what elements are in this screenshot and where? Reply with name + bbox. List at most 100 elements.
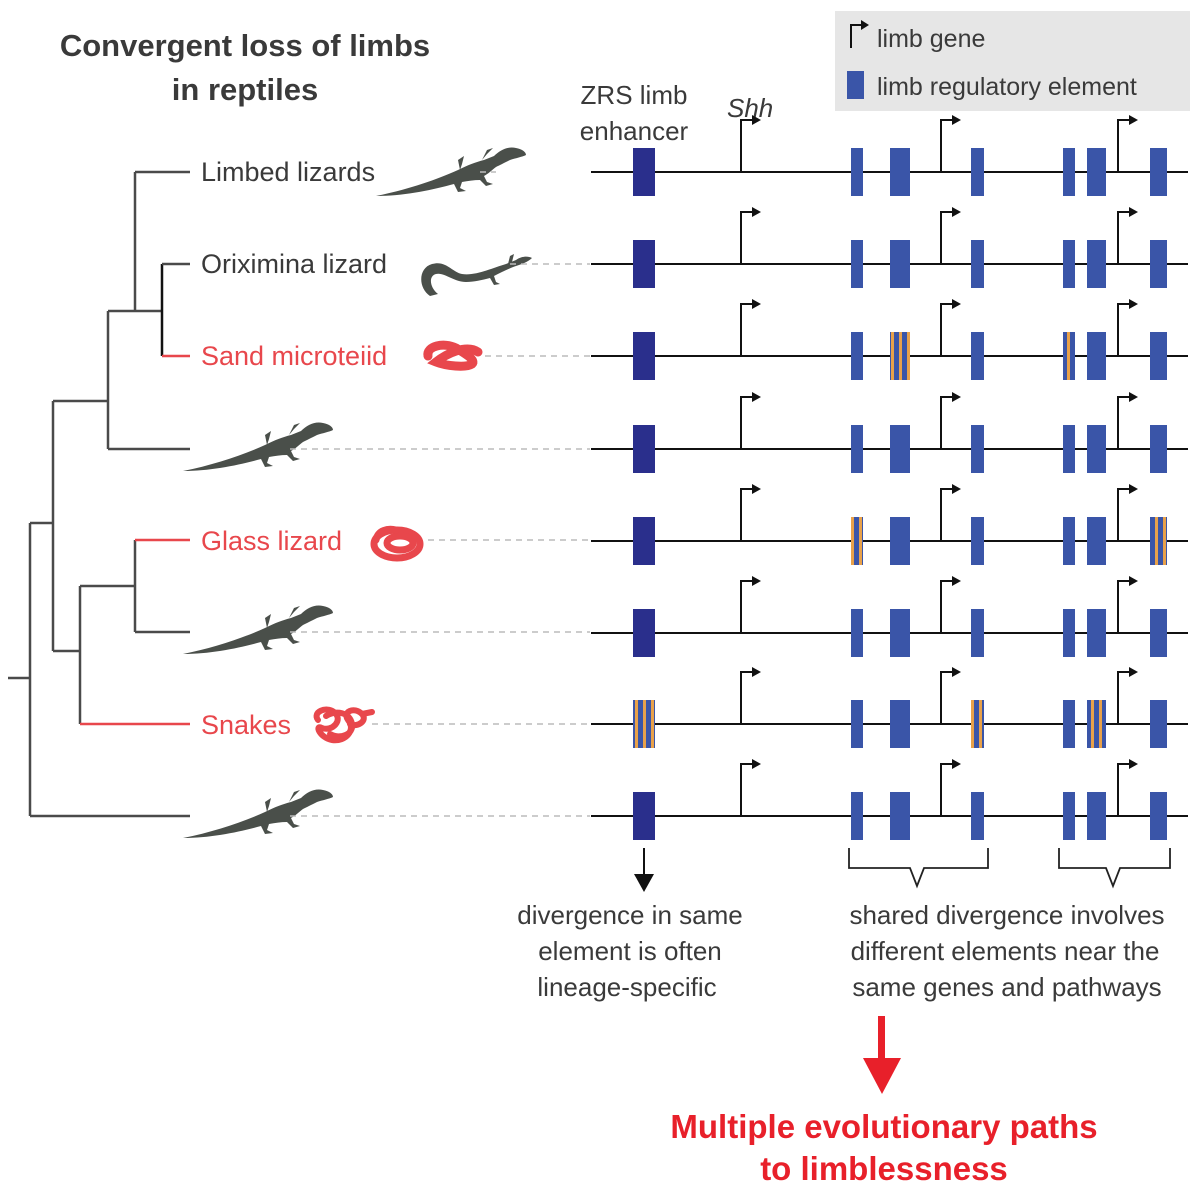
regulatory-element	[1087, 148, 1106, 196]
conclusion-arrow-head-icon	[863, 1058, 901, 1094]
regulatory-element	[971, 517, 984, 565]
gene-tss-arrow-icon	[740, 488, 753, 541]
regulatory-element	[851, 332, 863, 380]
taxon-label-sand-microteiid: Sand microteiid	[201, 341, 387, 371]
note-left-line-2: element is often	[538, 936, 722, 966]
gene-tss-arrow-head-icon	[952, 576, 961, 586]
regulatory-element	[1087, 792, 1106, 840]
regulatory-element	[1150, 332, 1167, 380]
regulatory-element	[1150, 240, 1167, 288]
gene-tss-arrow-icon	[1117, 396, 1130, 449]
regulatory-element	[890, 517, 910, 565]
zrs-label-line-2: enhancer	[580, 116, 689, 146]
gene-tss-arrow-head-icon	[952, 484, 961, 494]
zrs-enhancer	[633, 792, 655, 840]
gene-tss-arrow-icon	[940, 396, 953, 449]
gene-tss-arrow-head-icon	[752, 299, 761, 309]
zrs-label-line-1: ZRS limb	[581, 80, 688, 110]
note-left-line-1: divergence in same	[517, 900, 742, 930]
legend-element-label: limb regulatory element	[877, 73, 1137, 101]
regulatory-element	[851, 148, 863, 196]
gene-tss-arrow-head-icon	[752, 576, 761, 586]
gene-tss-arrow-icon	[940, 303, 953, 356]
regulatory-element-divergent	[1063, 332, 1075, 380]
note-left-line-3: lineage-specific	[537, 972, 716, 1002]
track-row	[591, 392, 1188, 473]
regulatory-element	[890, 792, 910, 840]
regulatory-element	[890, 425, 910, 473]
gene-tss-arrow-head-icon	[952, 392, 961, 402]
regulatory-element	[1087, 609, 1106, 657]
gene-tss-arrow-head-icon	[952, 207, 961, 217]
gene-tss-arrow-icon	[1117, 763, 1130, 816]
zrs-down-arrow-head-icon	[634, 874, 654, 892]
bracket-left-cluster	[848, 848, 989, 889]
gene-tss-arrow-head-icon	[1129, 484, 1138, 494]
taxon-label-limbed-lizards: Limbed lizards	[201, 157, 375, 187]
regulatory-element	[890, 148, 910, 196]
gene-arrow-icon	[850, 24, 862, 48]
taxon-label-snakes: Snakes	[201, 710, 291, 740]
regulatory-element	[851, 609, 863, 657]
regulatory-element	[1063, 700, 1075, 748]
regulatory-element	[1150, 792, 1167, 840]
regulatory-element-divergent	[851, 517, 863, 565]
regulatory-element	[1087, 425, 1106, 473]
regulatory-element	[971, 332, 984, 380]
regulatory-element	[1063, 240, 1075, 288]
track-row	[591, 115, 1188, 196]
gene-tss-arrow-head-icon	[952, 759, 961, 769]
lizard-silhouette-icon-1	[376, 147, 526, 196]
gene-tss-arrow-head-icon	[1129, 115, 1138, 125]
note-right-line-2: different elements near the	[851, 936, 1160, 966]
lizard-silhouette-icon-8	[183, 789, 333, 838]
phylogeny-tree	[8, 170, 190, 818]
regulatory-element	[971, 148, 984, 196]
gene-tss-arrow-head-icon	[752, 484, 761, 494]
leader-lines	[290, 171, 590, 817]
gene-tss-arrow-head-icon	[952, 299, 961, 309]
gene-tss-arrow-icon	[740, 763, 753, 816]
regulatory-element	[1087, 332, 1106, 380]
gene-tss-arrow-head-icon	[752, 667, 761, 677]
track-row	[591, 207, 1188, 288]
conclusion-line-1: Multiple evolutionary paths	[670, 1108, 1097, 1145]
regulatory-element	[851, 700, 863, 748]
regulatory-element-divergent	[1087, 700, 1106, 748]
glass-lizard-silhouette-icon	[370, 525, 424, 562]
gene-tss-arrow-icon	[1117, 488, 1130, 541]
legend-gene-label: limb gene	[877, 25, 985, 53]
gene-tss-arrow-head-icon	[1129, 759, 1138, 769]
genomic-tracks	[591, 115, 1188, 840]
gene-tss-arrow-icon	[1117, 303, 1130, 356]
track-row	[591, 484, 1188, 565]
gene-tss-arrow-head-icon	[1129, 299, 1138, 309]
zrs-enhancer	[633, 148, 655, 196]
title-line-2: in reptiles	[172, 72, 318, 107]
snake-silhouette-icon	[313, 706, 375, 744]
lizard-silhouette-icon-4	[183, 422, 333, 471]
regulatory-element	[890, 609, 910, 657]
gene-tss-arrow-icon	[940, 119, 953, 172]
regulatory-element	[1063, 792, 1075, 840]
track-row	[591, 299, 1188, 380]
track-row	[591, 759, 1188, 840]
regulatory-element	[971, 425, 984, 473]
gene-tss-arrow-head-icon	[752, 207, 761, 217]
regulatory-element	[1150, 148, 1167, 196]
gene-tss-arrow-icon	[940, 763, 953, 816]
gene-tss-arrow-head-icon	[752, 115, 761, 125]
gene-tss-arrow-icon	[1117, 119, 1130, 172]
slender-lizard-silhouette-icon	[421, 254, 532, 296]
gene-tss-arrow-icon	[940, 488, 953, 541]
gene-tss-arrow-icon	[940, 211, 953, 264]
zrs-enhancer	[633, 240, 655, 288]
gene-tss-arrow-icon	[1117, 580, 1130, 633]
regulatory-element	[1063, 609, 1075, 657]
conclusion-line-2: to limblessness	[760, 1150, 1008, 1187]
zrs-enhancer	[633, 425, 655, 473]
gene-tss-arrow-icon	[740, 119, 753, 172]
zrs-enhancer	[633, 609, 655, 657]
conclusion-arrow-shaft-icon	[878, 1016, 885, 1062]
